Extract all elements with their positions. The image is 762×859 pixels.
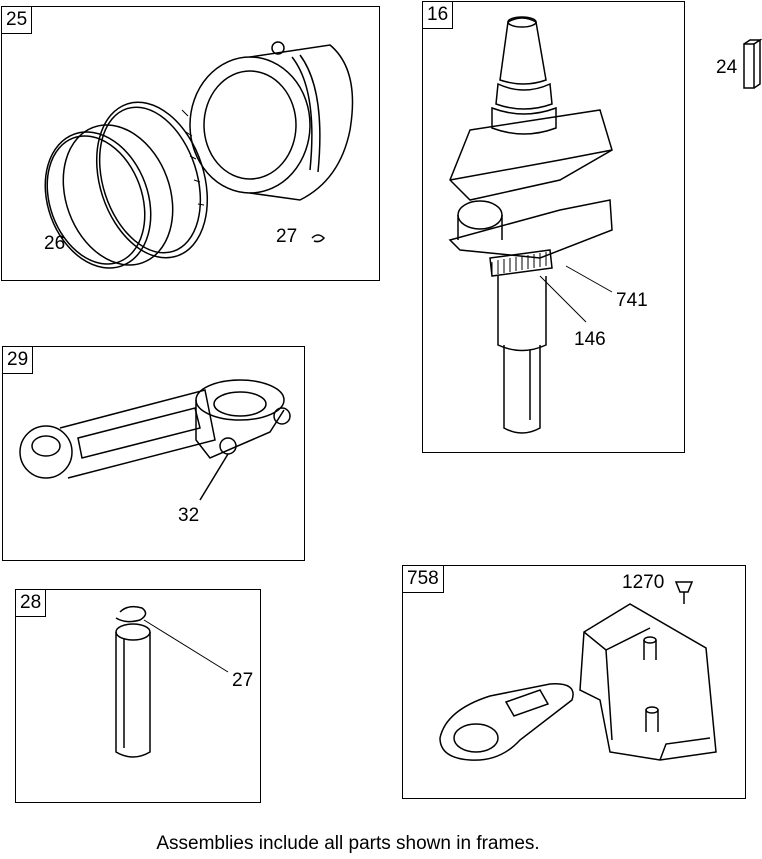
callout-key: 146 xyxy=(574,329,606,350)
frame-connecting-rod: 29 xyxy=(2,346,305,561)
frame-number: 16 xyxy=(423,2,454,29)
frame-number: 758 xyxy=(403,566,444,593)
callout-key-part: 24 xyxy=(716,57,738,78)
frame-number: 28 xyxy=(16,590,47,617)
frame-number: 29 xyxy=(3,347,34,374)
callout-clip: 27 xyxy=(276,226,298,247)
frame-counterweight: 758 xyxy=(402,565,746,799)
frame-number: 25 xyxy=(2,7,33,34)
callout-bolt: 32 xyxy=(178,505,200,526)
frame-crankshaft: 16 xyxy=(422,1,685,453)
callout-screw: 1270 xyxy=(622,572,665,593)
footer-caption: Assemblies include all parts shown in fr… xyxy=(156,833,540,854)
callout-rings: 26 xyxy=(44,233,66,254)
callout-clip-pin: 27 xyxy=(232,670,254,691)
callout-gear: 741 xyxy=(616,290,648,311)
